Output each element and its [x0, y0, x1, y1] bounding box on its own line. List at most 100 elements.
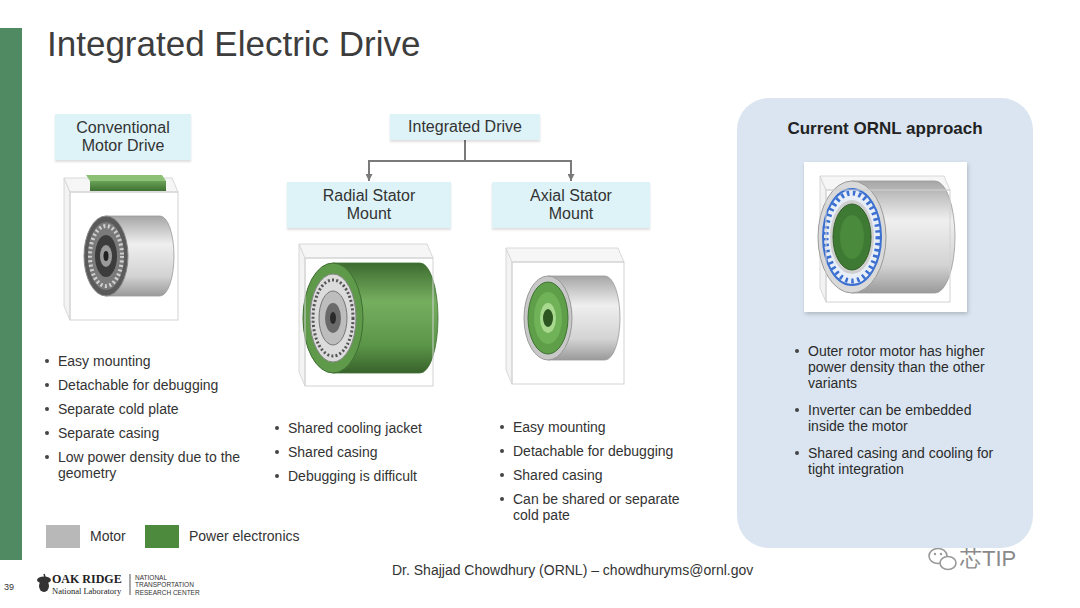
conventional-drive-illustration-part	[84, 216, 128, 296]
bullet-dot	[500, 497, 504, 501]
bullet-item: Easy mounting	[45, 353, 265, 369]
panel-heading: Current ORNL approach	[737, 119, 1033, 139]
axial-mount-illustration-part	[506, 248, 624, 262]
radial-mount-illustration-part	[325, 303, 341, 333]
box-label: Radial Stator Mount	[301, 187, 437, 223]
axial-mount-illustration-part	[540, 303, 556, 333]
ornl-drive-figure-part	[840, 215, 864, 259]
lab-logo-part	[44, 574, 45, 577]
bullet-dot	[275, 450, 279, 454]
connector-group	[369, 140, 571, 181]
axial-mount-illustration-part	[534, 292, 562, 344]
bullet-text: Shared casing	[513, 467, 603, 483]
conventional-drive-illustration-part	[90, 181, 166, 191]
ornl-illustration	[737, 98, 1033, 548]
bullet-text: Inverter can be embedded inside the moto…	[808, 402, 1007, 434]
bullet-text: Separate cold plate	[58, 401, 179, 417]
footer-credit: Dr. Shajjad Chowdhury (ORNL) – chowdhury…	[392, 562, 753, 578]
lab-logo-part	[39, 580, 49, 592]
bullet-text: Shared cooling jacket	[288, 420, 422, 436]
box-label: Conventional Motor Drive	[63, 119, 183, 155]
legend-label: Motor	[90, 528, 126, 544]
bullet-item: Debugging is difficult	[275, 468, 470, 484]
box-label: Integrated Drive	[398, 118, 532, 136]
legend-label: Power electronics	[189, 528, 300, 544]
watermark-icon-part	[934, 553, 936, 555]
axial-mount-illustration-part	[524, 276, 572, 360]
bullet-item: Can be shared or separate cold pate	[500, 491, 705, 523]
bullet-item: Separate cold plate	[45, 401, 265, 417]
conventional-drive-illustration-part	[100, 245, 112, 267]
lab-logo-part	[130, 574, 131, 595]
ornl-drive-figure	[804, 162, 967, 312]
bullet-text: Outer rotor motor has higher power densi…	[808, 343, 1007, 391]
conventional-drive-illustration-part	[86, 175, 166, 181]
bullet-text: Detachable for debugging	[513, 443, 673, 459]
bullet-dot	[795, 408, 799, 412]
ornl-drive-figure-part	[818, 181, 886, 293]
bullet-text: Shared casing and cooling for tight inte…	[808, 445, 1007, 477]
conventional-drive-illustration-part	[70, 192, 178, 320]
logo-text: OAK RIDGE	[52, 573, 122, 587]
axial-mount-illustration-part	[528, 282, 568, 354]
radial-mount-illustration-part	[319, 291, 347, 345]
conventional-drive-illustration-part	[104, 251, 109, 261]
bullet-dot	[275, 426, 279, 430]
bullet-text: Can be shared or separate cold pate	[513, 491, 705, 523]
bullet-dot	[45, 407, 49, 411]
radial-mount-illustration-part	[299, 244, 433, 258]
bullet-dot	[795, 451, 799, 455]
radial-mount-illustration-part	[303, 263, 363, 373]
bullet-item: Separate casing	[45, 425, 265, 441]
watermark-icon-part	[940, 557, 956, 570]
bullet-text: Easy mounting	[513, 419, 606, 435]
logo-text: NATIONAL TRANSPORTATION RESEARCH CENTER	[135, 574, 207, 596]
ornl-drive-figure-part	[804, 162, 967, 312]
axial-mount-illustration-part	[543, 309, 553, 327]
conventional-drive-illustration-part	[88, 222, 124, 290]
logo-text: National Laboratory	[52, 587, 121, 597]
slide-title: Integrated Electric Drive	[47, 24, 420, 64]
page-number: 39	[4, 582, 14, 592]
radial-mount-illustration	[299, 244, 438, 386]
bullet-dot	[45, 383, 49, 387]
radial-mount-illustration-part	[313, 280, 353, 356]
legend-swatch	[46, 525, 80, 548]
bullet-dot	[500, 425, 504, 429]
bullet-dot	[795, 349, 799, 353]
legend-swatch	[145, 525, 179, 548]
ornl-drive-figure-part	[826, 193, 878, 281]
watermark: 芯TIP	[960, 546, 1016, 571]
bullet-list: Outer rotor motor has higher power densi…	[795, 343, 1007, 488]
bullet-item: Detachable for debugging	[45, 377, 265, 393]
conventional-drive-illustration	[64, 175, 178, 320]
bullet-dot	[45, 359, 49, 363]
category-box: Radial Stator Mount	[287, 182, 451, 228]
conventional-drive-illustration-part	[64, 178, 70, 320]
conventional-drive-illustration-part	[90, 226, 122, 286]
axial-mount-illustration-part	[506, 248, 512, 384]
bullet-item: Easy mounting	[500, 419, 705, 435]
flow-arrow	[369, 140, 465, 181]
bullet-text: Easy mounting	[58, 353, 151, 369]
bullet-dot	[500, 473, 504, 477]
side-bar	[0, 28, 22, 560]
ornl-drive-figure-part	[833, 204, 871, 270]
ornl-drive-figure-part	[826, 190, 950, 302]
bullet-item: Shared cooling jacket	[275, 420, 470, 436]
bullet-dot	[45, 431, 49, 435]
radial-mount-illustration-part	[305, 258, 433, 386]
category-box: Integrated Drive	[390, 114, 540, 140]
highlight-panel: Current ORNL approachOuter rotor motor h…	[737, 98, 1033, 548]
radial-mount-illustration-part	[330, 312, 336, 324]
bullet-item: Inverter can be embedded inside the moto…	[795, 402, 1007, 434]
watermark-icon-part	[940, 553, 942, 555]
box-label: Axial Stator Mount	[506, 187, 636, 223]
bullet-list: Easy mountingDetachable for debuggingSep…	[45, 353, 265, 489]
bullet-item: Shared casing and cooling for tight inte…	[795, 445, 1007, 477]
flow-arrow	[465, 140, 571, 181]
bullet-text: Separate casing	[58, 425, 159, 441]
bullet-dot	[275, 474, 279, 478]
bullet-item: Shared casing	[500, 467, 705, 483]
